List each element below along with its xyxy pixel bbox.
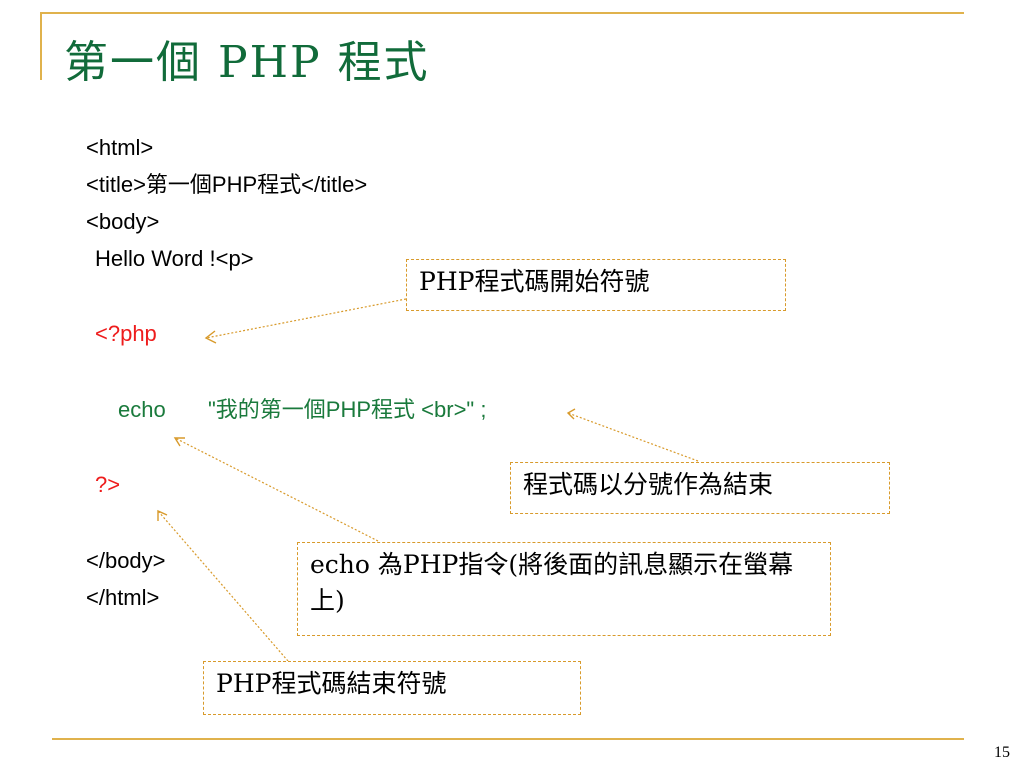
arrowhead-semicolon [566, 408, 576, 420]
code-hello-line: Hello Word !<p> [95, 246, 254, 271]
code-body-close: </body> [86, 548, 166, 573]
top-border-line [40, 12, 964, 14]
arrowhead-echo [173, 437, 185, 447]
callout-php-end: PHP程式碼結束符號 [203, 661, 581, 715]
arrow-echo [174, 437, 379, 542]
code-body-open: <body> [86, 209, 160, 234]
code-php-close-tag: ?> [95, 472, 121, 497]
left-border-line [40, 12, 42, 80]
code-title-line: <title>第一個PHP程式</title> [86, 172, 368, 197]
bottom-border-line [52, 738, 964, 740]
callout-php-start: PHP程式碼開始符號 [406, 259, 786, 311]
slide-title: 第一個 PHP 程式 [64, 37, 430, 88]
code-echo-string: "我的第一個PHP程式 <br>" ; [208, 397, 487, 422]
code-html-close: </html> [86, 585, 160, 610]
arrow-php-start [205, 298, 407, 339]
code-echo-keyword: echo [118, 397, 166, 422]
arrow-php-end [157, 510, 289, 662]
callout-semicolon-end: 程式碼以分號作為結束 [510, 462, 890, 514]
slide-number: 15 [994, 744, 1010, 761]
arrow-semicolon [567, 412, 699, 462]
arrowhead-php-start [204, 330, 217, 344]
code-php-open-tag: <?php [95, 321, 157, 346]
arrowhead-php-end [157, 509, 168, 521]
code-html-open: <html> [86, 135, 154, 160]
callout-echo-description: echo 為PHP指令(將後面的訊息顯示在螢幕上) [297, 542, 831, 636]
